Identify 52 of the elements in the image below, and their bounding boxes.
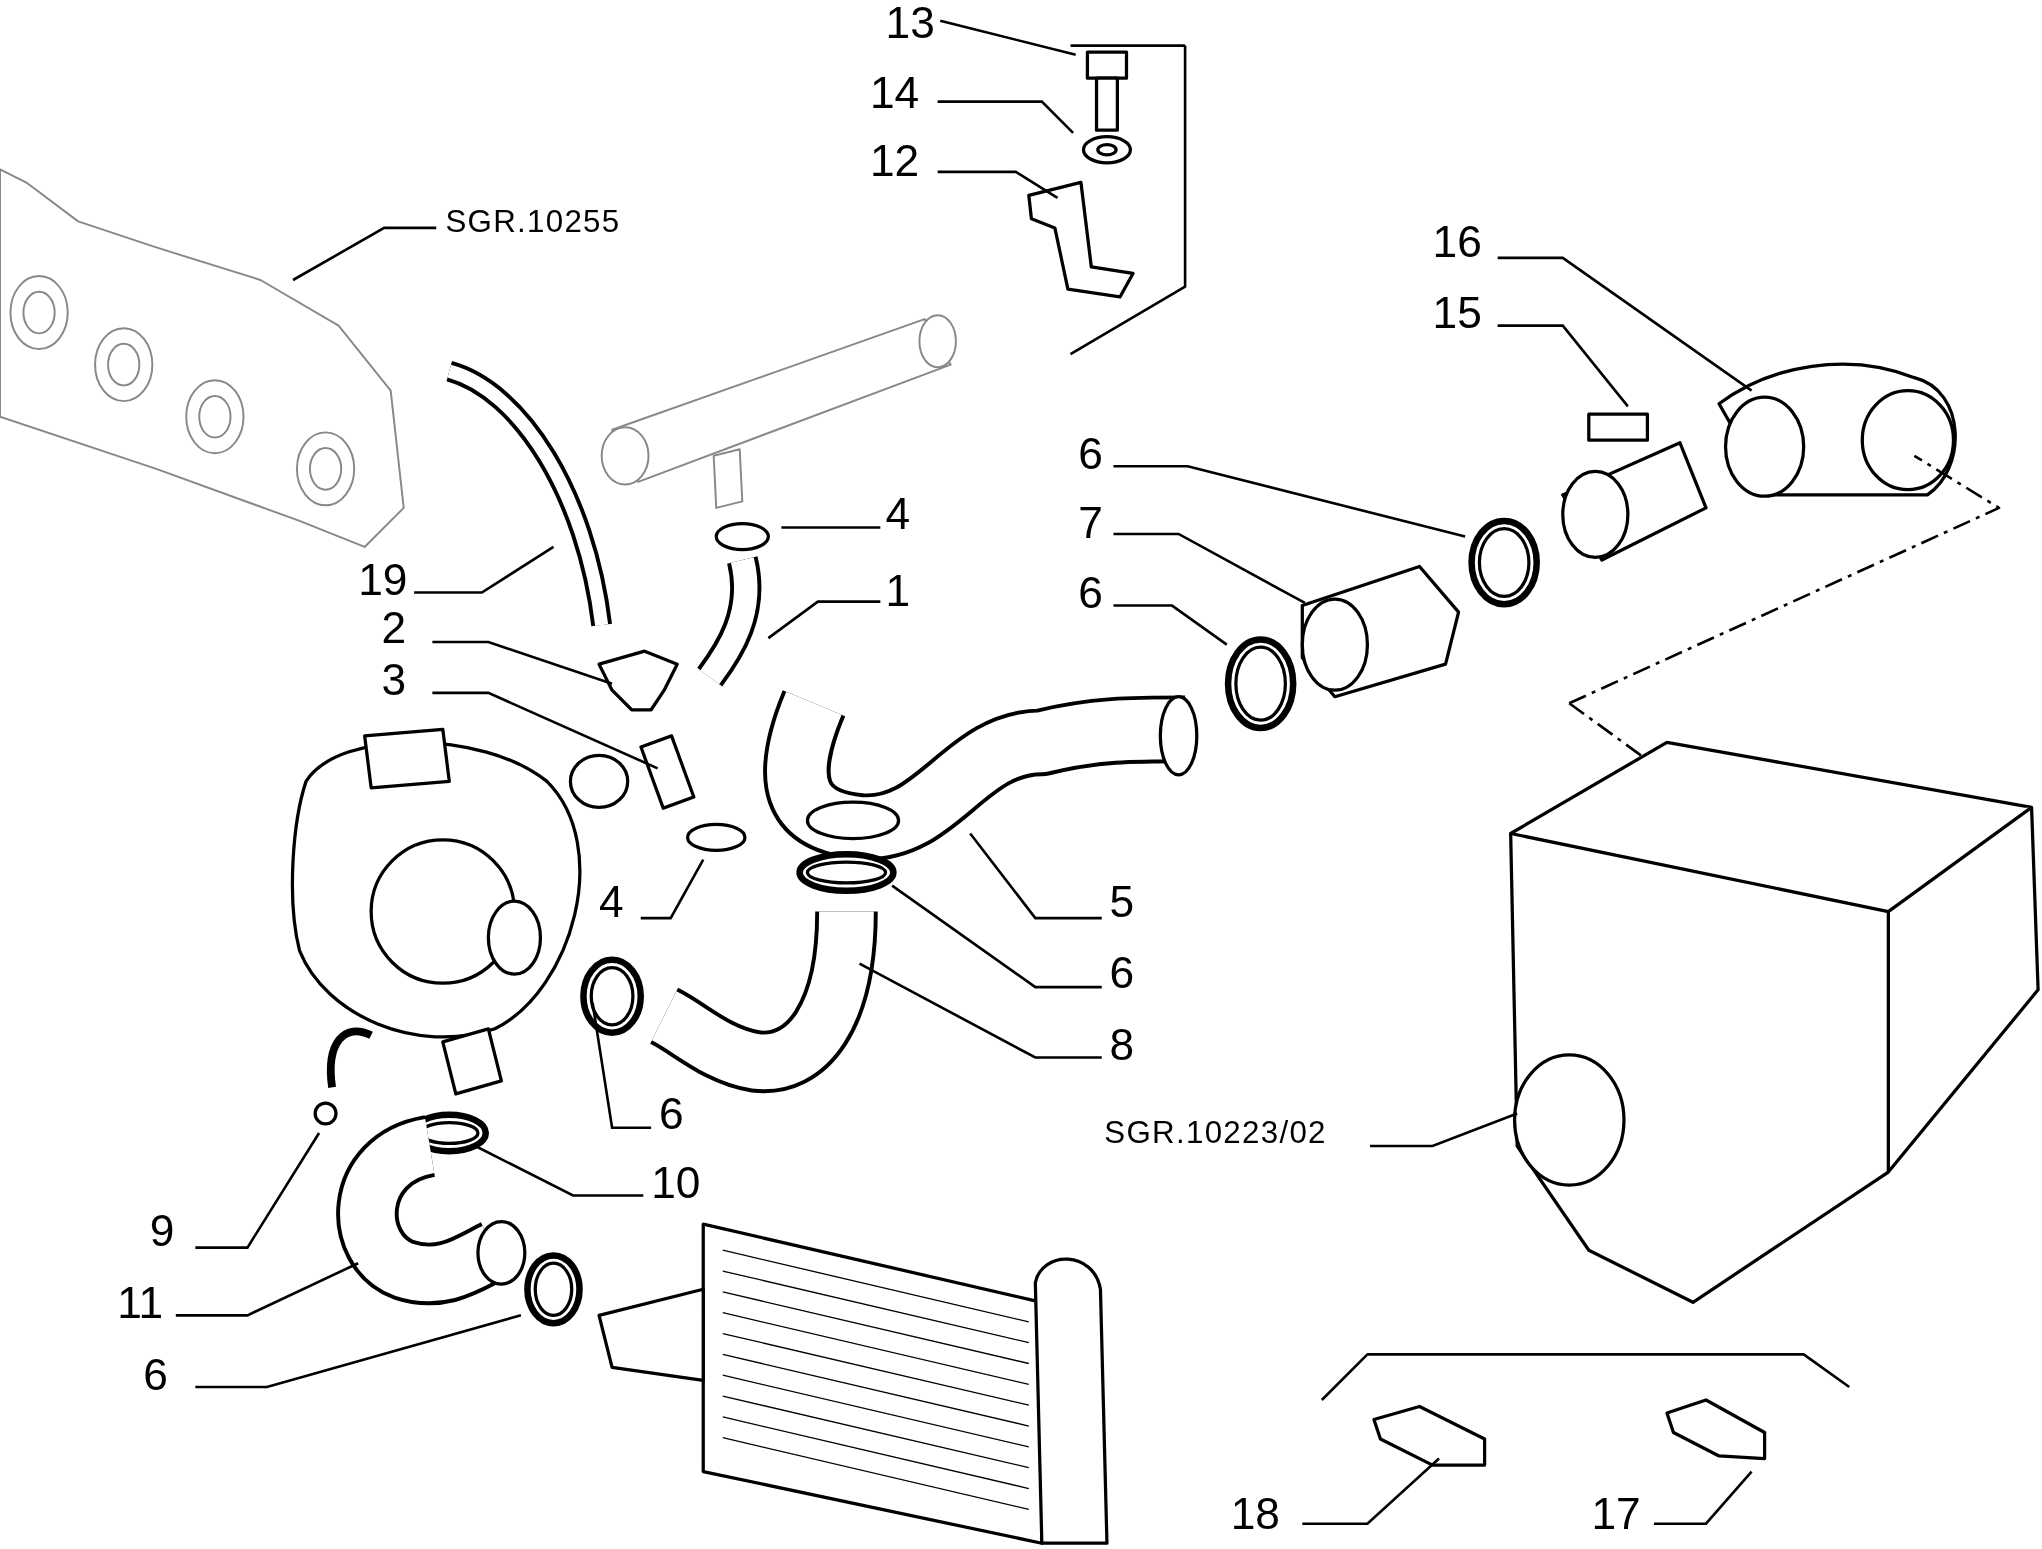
- leader-line: [414, 545, 555, 594]
- callout-number: 4: [599, 879, 624, 924]
- callout-number: 11: [117, 1280, 164, 1325]
- leader-line: [1113, 532, 1306, 605]
- leader-line: [432, 640, 613, 685]
- callout-number: 6: [658, 1091, 684, 1136]
- leader-line: [640, 858, 705, 920]
- leader-line: [474, 1144, 644, 1197]
- callout-number: 6: [1078, 431, 1103, 476]
- callout-number: 5: [1109, 879, 1135, 924]
- leader-line: [1302, 1457, 1440, 1525]
- leader-line: [591, 1002, 652, 1130]
- leader-line: [1497, 324, 1629, 408]
- leader-line: [1113, 464, 1466, 538]
- leader-line: [858, 962, 1102, 1059]
- callout-number: 4: [885, 490, 911, 536]
- callout-number: 10: [651, 1160, 701, 1205]
- callout-number: 19: [358, 557, 408, 602]
- callout-number: 6: [1109, 950, 1135, 995]
- callout-number: 1: [885, 567, 911, 613]
- reference-code: SGR.10223/02: [1104, 1117, 1327, 1149]
- leader-line: [432, 691, 659, 770]
- callout-number: 15: [1432, 290, 1482, 335]
- leader-line: [195, 1314, 522, 1389]
- callout-number: 12: [869, 138, 920, 183]
- callout-number: 18: [1230, 1491, 1280, 1536]
- callout-number: 14: [869, 70, 920, 115]
- callout-number: 6: [143, 1351, 168, 1397]
- callout-number: 16: [1432, 218, 1482, 264]
- callout-number: 2: [381, 605, 407, 650]
- callout-number: 7: [1078, 500, 1103, 545]
- leader-line: [767, 600, 881, 640]
- leader-line: [969, 832, 1102, 920]
- callout-number: 9: [149, 1208, 175, 1253]
- leader-line: [1497, 256, 1753, 392]
- leader-line: [937, 100, 1074, 134]
- leader-line: [1113, 604, 1228, 646]
- leader-line: [939, 19, 1076, 56]
- reference-code: SGR.10255: [445, 205, 621, 237]
- callout-number: 13: [885, 0, 935, 45]
- leader-line: [1653, 1470, 1753, 1525]
- leader-line: [175, 1262, 359, 1317]
- leader-line: [195, 1132, 321, 1249]
- leader-line: [292, 226, 437, 282]
- leader-line: [937, 170, 1059, 200]
- callout-number: 6: [1078, 570, 1103, 615]
- leader-line: [891, 884, 1102, 989]
- callout-number: 3: [381, 657, 407, 702]
- callout-number: 8: [1109, 1022, 1135, 1067]
- leader-line: [781, 526, 881, 529]
- callout-number: 17: [1591, 1491, 1641, 1536]
- leader-line: [1370, 1112, 1518, 1148]
